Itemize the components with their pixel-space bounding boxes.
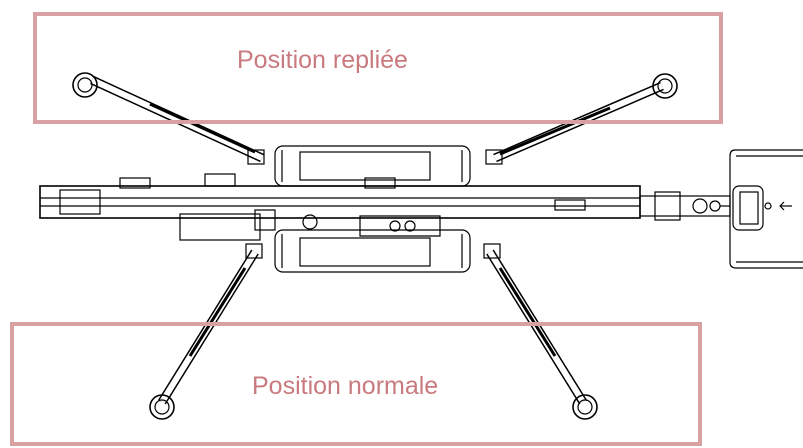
boom-jib: [639, 191, 731, 221]
folded-position-frame: [33, 12, 723, 124]
outrigger-foot-icon: [652, 73, 678, 99]
normal-position-frame: [10, 322, 702, 446]
outrigger-foot-icon: [72, 72, 98, 98]
folded-position-label: Position repliée: [237, 46, 408, 74]
outrigger-foot-icon: [572, 394, 598, 420]
outrigger-arm-lower-right: [483, 243, 587, 405]
crawler-track-lower: [274, 229, 471, 273]
crawler-track-upper: [274, 145, 471, 187]
direction-arrow-icon: [779, 201, 792, 211]
normal-position-label: Position normale: [252, 372, 439, 400]
outrigger-foot-icon: [149, 394, 175, 420]
platform-basket-icon: [729, 149, 803, 269]
outrigger-arm-lower-left: [158, 243, 263, 405]
outrigger-arm-upper-left: [90, 75, 265, 165]
